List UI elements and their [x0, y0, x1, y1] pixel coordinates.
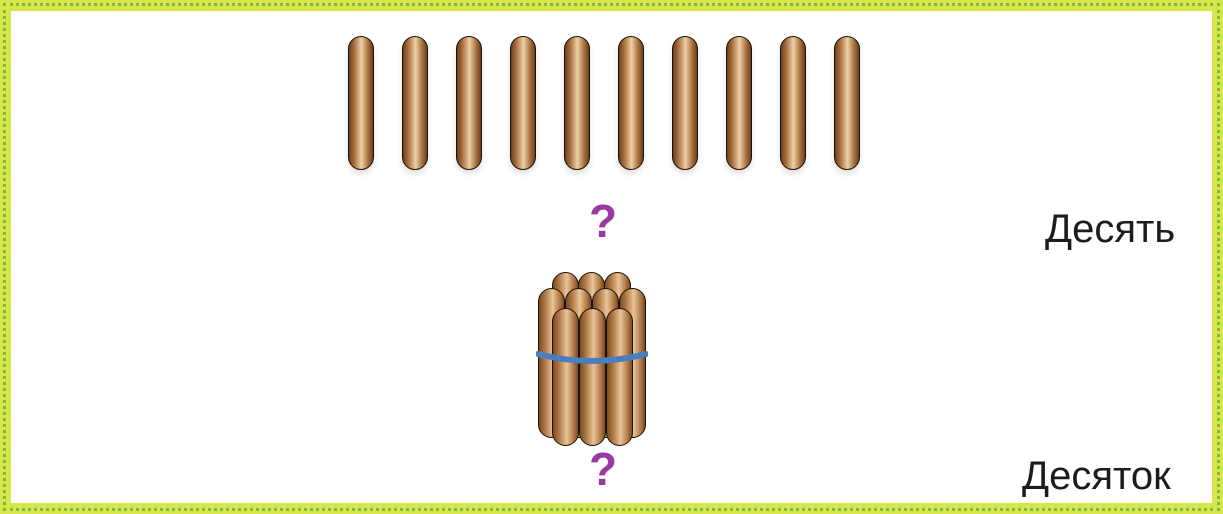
bundle-stick-front-3: [606, 308, 633, 446]
bundle-band: [536, 344, 648, 370]
stick-3: [456, 36, 482, 170]
bundle-stick-front-1: [552, 308, 579, 446]
stick-1: [348, 36, 374, 170]
stick-7: [672, 36, 698, 170]
stick-4: [510, 36, 536, 170]
word-desyat: Десять: [1045, 207, 1175, 251]
stick-8: [726, 36, 752, 170]
bottom-question-mark: ?: [583, 446, 623, 492]
stick-5: [564, 36, 590, 170]
word-desyatok: Десяток: [1022, 454, 1171, 498]
stick-2: [402, 36, 428, 170]
bundle-stick-front-2: [579, 308, 606, 446]
stick-6: [618, 36, 644, 170]
top-question-mark: ?: [583, 198, 623, 244]
stick-9: [780, 36, 806, 170]
stick-10: [834, 36, 860, 170]
